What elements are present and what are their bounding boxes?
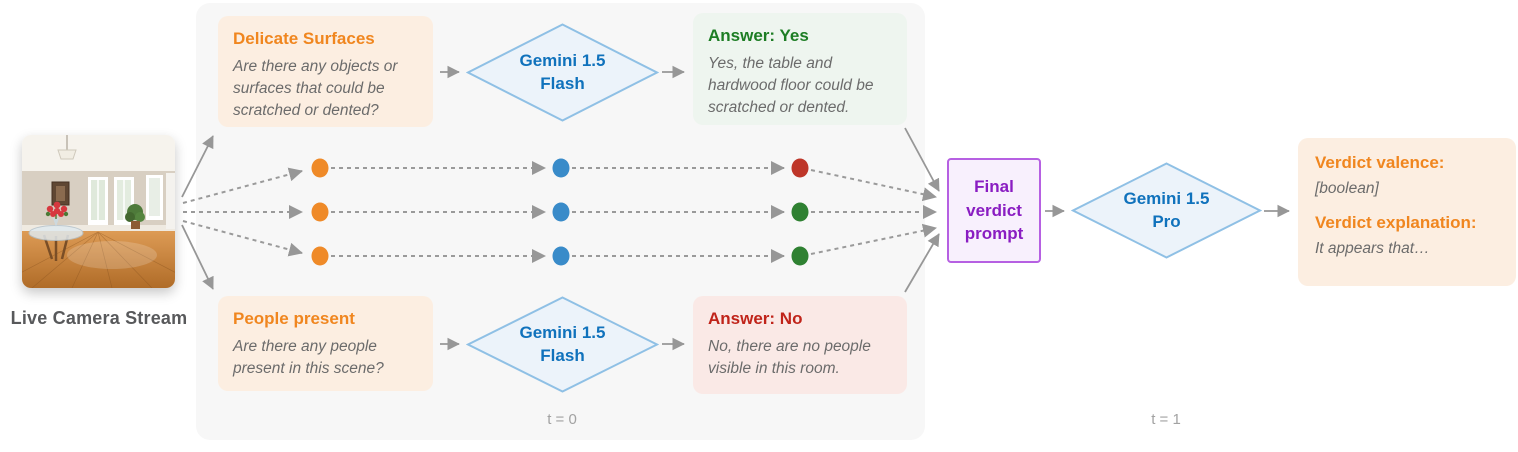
time-label-t0: t = 0 — [547, 411, 577, 428]
prompt-title: People present — [233, 309, 355, 328]
model-node-label: Gemini 1.5 Flash — [466, 296, 659, 393]
model-variant: Flash — [540, 345, 585, 365]
model-name: Gemini 1.5 — [519, 323, 606, 343]
prompt-title: Delicate Surfaces — [233, 29, 375, 48]
model-node-label: Gemini 1.5 Pro — [1071, 162, 1262, 259]
model-node-label: Gemini 1.5 Flash — [466, 23, 659, 122]
verdict-output-card: Verdict valence: [boolean] Verdict expla… — [1298, 138, 1516, 286]
final-verdict-prompt-label: Final verdict prompt — [964, 176, 1024, 244]
model-variant: Pro — [1152, 211, 1181, 231]
prompt-card-delicate-surfaces: Delicate Surfaces Are there any objects … — [218, 16, 433, 127]
model-node-flash-top: Gemini 1.5 Flash — [466, 23, 659, 122]
answer-title: Answer: Yes — [708, 26, 809, 45]
verdict-valence-value: [boolean] — [1315, 180, 1379, 197]
model-node-flash-bottom: Gemini 1.5 Flash — [466, 296, 659, 393]
model-name: Gemini 1.5 — [1123, 189, 1210, 209]
diamond-shape — [466, 23, 659, 122]
verdict-explanation-value: It appears that… — [1315, 240, 1430, 257]
answer-card-yes: Answer: Yes Yes, the table and hardwood … — [693, 13, 907, 125]
diamond-shape — [466, 296, 659, 393]
room-photo-illustration — [22, 135, 175, 288]
prompt-question: Are there any people present in this sce… — [233, 338, 384, 377]
verdict-valence-title: Verdict valence: — [1315, 153, 1445, 172]
verdict-explanation-title: Verdict explanation: — [1315, 213, 1477, 232]
answer-card-no: Answer: No No, there are no people visib… — [693, 296, 907, 394]
diamond-shape — [1071, 162, 1262, 259]
answer-title: Answer: No — [708, 309, 803, 328]
answer-text: Yes, the table and hardwood floor could … — [708, 55, 874, 116]
model-node-pro: Gemini 1.5 Pro — [1071, 162, 1262, 259]
answer-text: No, there are no people visible in this … — [708, 338, 871, 377]
time-label-t1: t = 1 — [1151, 411, 1181, 428]
prompt-card-people-present: People present Are there any people pres… — [218, 296, 433, 391]
camera-stream-thumbnail — [22, 135, 175, 288]
model-name: Gemini 1.5 — [519, 51, 606, 71]
camera-stream-label: Live Camera Stream — [10, 308, 188, 328]
final-verdict-prompt-node: Final verdict prompt — [947, 158, 1041, 263]
prompt-question: Are there any objects or surfaces that c… — [233, 58, 398, 119]
model-variant: Flash — [540, 73, 585, 93]
